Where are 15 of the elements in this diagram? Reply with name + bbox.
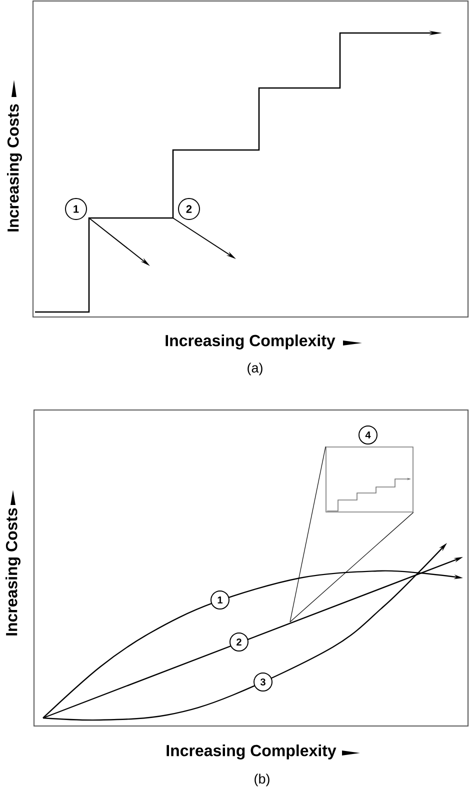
inset-chart (326, 446, 414, 512)
callout-number: 2 (178, 198, 200, 220)
axis-title: Increasing Costs (6, 508, 20, 636)
zoom-line (290, 512, 414, 622)
callout-number: 1 (210, 590, 230, 610)
panel-caption: (a) (248, 362, 262, 376)
panel-caption: (b) (254, 774, 270, 786)
callout-number: 4 (358, 426, 378, 444)
axis-title: Increasing Costs (7, 104, 22, 232)
callout-number: 2 (230, 632, 248, 652)
zoom-line (290, 446, 326, 622)
axis-title: Increasing Complexity (166, 744, 336, 760)
callout-number: 1 (65, 198, 87, 220)
axis-title: Increasing Complexity (166, 334, 336, 350)
callout-number: 3 (254, 672, 272, 692)
